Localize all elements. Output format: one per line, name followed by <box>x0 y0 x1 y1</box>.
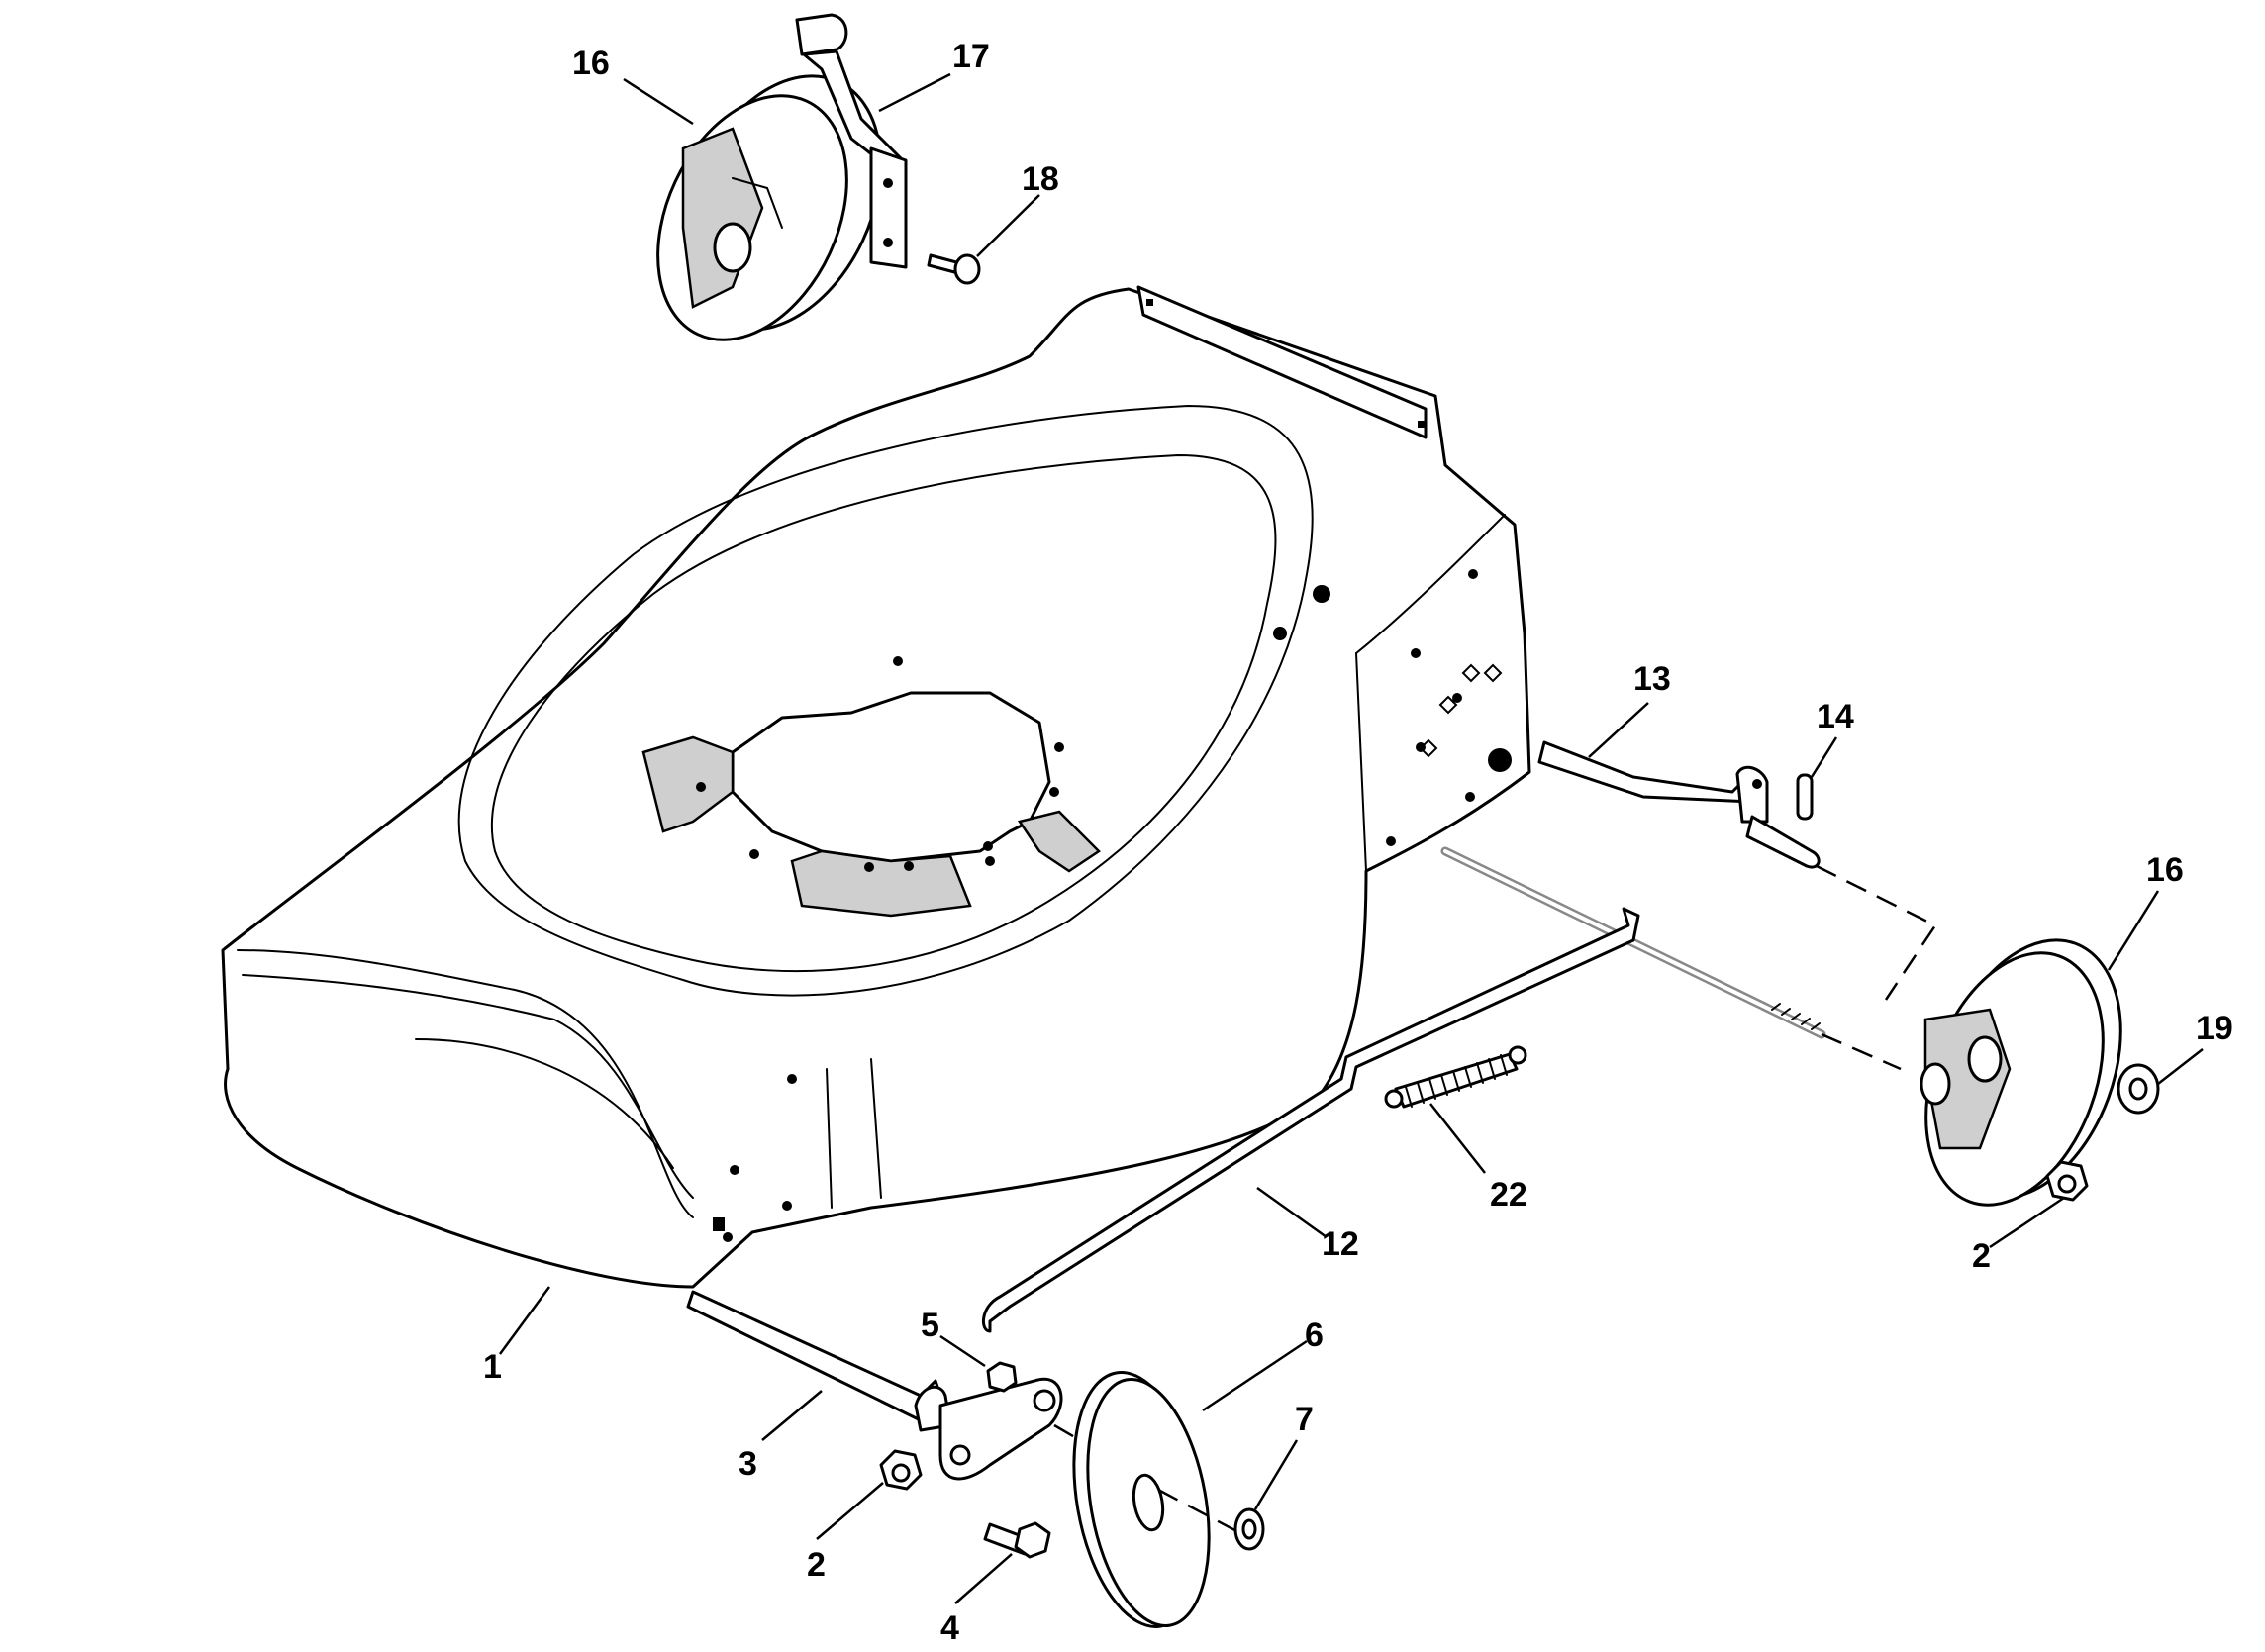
callouts: 1 2 2 3 4 5 6 7 12 13 14 16 16 17 18 19 … <box>483 38 2233 1647</box>
assembly-dash-rod <box>1821 1032 1902 1071</box>
mower-deck <box>221 285 1531 1289</box>
callout-2-front: 2 <box>807 1546 826 1584</box>
rear-axle <box>1537 740 1821 869</box>
nut <box>986 1361 1018 1393</box>
front-wheel <box>1072 1371 1211 1628</box>
height-rod <box>981 907 1640 1333</box>
bolt <box>983 1521 1051 1559</box>
callout-18: 18 <box>1022 160 1059 198</box>
callout-14: 14 <box>1817 698 1854 735</box>
callout-6: 6 <box>1305 1316 1324 1354</box>
nut-right <box>2045 1160 2089 1202</box>
callout-2-right: 2 <box>1972 1237 1991 1275</box>
rear-wheel-top <box>656 74 883 341</box>
callout-13: 13 <box>1633 660 1671 698</box>
threaded-rod <box>1440 846 1826 1039</box>
callout-3: 3 <box>739 1445 757 1483</box>
washer-right <box>2117 1063 2160 1115</box>
callout-16-right: 16 <box>2146 851 2184 889</box>
assembly-dash-wheel <box>1157 1488 1243 1536</box>
callout-12: 12 <box>1322 1225 1359 1263</box>
callout-17: 17 <box>952 38 990 75</box>
callout-22: 22 <box>1490 1176 1527 1214</box>
callout-16-top: 16 <box>572 45 610 82</box>
assembly-dash-rear <box>1816 864 1937 1001</box>
washer <box>1233 1507 1265 1551</box>
pin <box>1796 773 1814 821</box>
nut-front <box>879 1449 923 1491</box>
callout-7: 7 <box>1295 1401 1314 1438</box>
callout-5: 5 <box>921 1307 939 1344</box>
leader-lines <box>498 72 2204 1604</box>
front-axle <box>686 1290 1063 1481</box>
callout-19: 19 <box>2196 1010 2233 1047</box>
callout-1: 1 <box>483 1348 502 1386</box>
callout-4: 4 <box>940 1609 959 1647</box>
spring <box>1384 1045 1527 1109</box>
rear-wheel-right <box>1920 938 2122 1207</box>
screw <box>927 253 981 285</box>
height-lever <box>795 13 908 269</box>
